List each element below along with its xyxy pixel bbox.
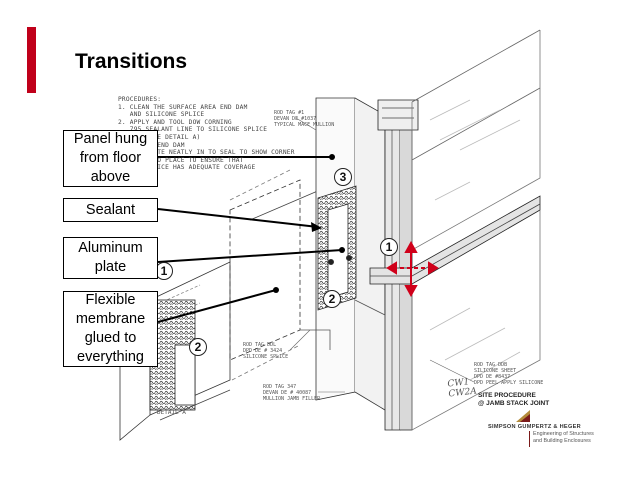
- callout-aluminum-plate-text: Aluminum plate: [78, 240, 143, 275]
- leader-membrane: [157, 289, 277, 323]
- arrow-head-up: [404, 240, 418, 253]
- company-tagline: Engineering of Structures and Building E…: [533, 431, 594, 444]
- callout-flexible-membrane-text: Flexible membrane glued to everything: [75, 292, 146, 365]
- leader-arrowhead-sealant: [311, 222, 322, 232]
- leader-lines: [157, 156, 343, 323]
- logo-divider: [529, 431, 530, 447]
- step-number-badge: 2: [323, 290, 341, 308]
- step-number-badge: 3: [334, 168, 352, 186]
- movement-arrows: [386, 240, 439, 298]
- fastener: [327, 258, 334, 265]
- leader-dot-membrane: [273, 287, 279, 293]
- vertical-panel-side: [354, 97, 386, 411]
- glass-reflections: [429, 99, 521, 201]
- callout-panel-hung-text: Panel hung from floor above: [73, 131, 148, 185]
- callout-flexible-membrane: Flexible membrane glued to everything: [63, 291, 158, 367]
- mullion-tag: ROD TAG #1 DEVAN DE #1037 TYPICAL MACE M…: [274, 110, 335, 128]
- glass-top-edges: [411, 29, 541, 161]
- arrow-head-right: [428, 261, 439, 275]
- leader-sealant: [157, 208, 319, 228]
- glass-pane-lower: [411, 210, 541, 431]
- silicone-sheet-tag: ROD TAG DDB SILICONE SHEET DPD DE #8437 …: [474, 362, 544, 386]
- drawing-signature: CW1 CW2A: [447, 377, 478, 400]
- jamb-filler-tag: ROD TAG 347 DEVAN DE # 40087 MULLION JAM…: [263, 384, 321, 402]
- leader-dot-aluminum: [339, 247, 345, 253]
- silicone-splice-tag: ROD TAG DDL DPD DE # 3424 SILICONE SPLIC…: [243, 342, 289, 360]
- company-name: SIMPSON GUMPERTZ & HEGER: [488, 424, 581, 430]
- step-number-badge: 1: [380, 238, 398, 256]
- sgh-logo-icon: [516, 410, 530, 422]
- arrow-head-down: [404, 285, 418, 298]
- callout-sealant-text: Sealant: [85, 201, 136, 218]
- slide-title: Transitions: [75, 50, 188, 73]
- leader-dot-panel: [329, 154, 335, 160]
- callout-panel-hung: Panel hung from floor above: [63, 130, 158, 187]
- fastener: [345, 254, 352, 261]
- mullion-cap: [377, 99, 419, 131]
- callout-sealant: Sealant: [63, 198, 158, 222]
- arrow-head-left: [386, 261, 397, 275]
- leader-aluminum: [157, 249, 343, 263]
- title-accent-bar: [27, 27, 36, 93]
- site-procedure-title: SITE PROCEDURE @ JAMB STACK JOINT: [478, 392, 550, 407]
- glass-pane-upper: [411, 30, 541, 251]
- step-number-badge: 2: [189, 338, 207, 356]
- panel-outline: [229, 179, 301, 361]
- callout-aluminum-plate: Aluminum plate: [63, 237, 158, 279]
- detail-label: DETAIL A: [157, 409, 186, 416]
